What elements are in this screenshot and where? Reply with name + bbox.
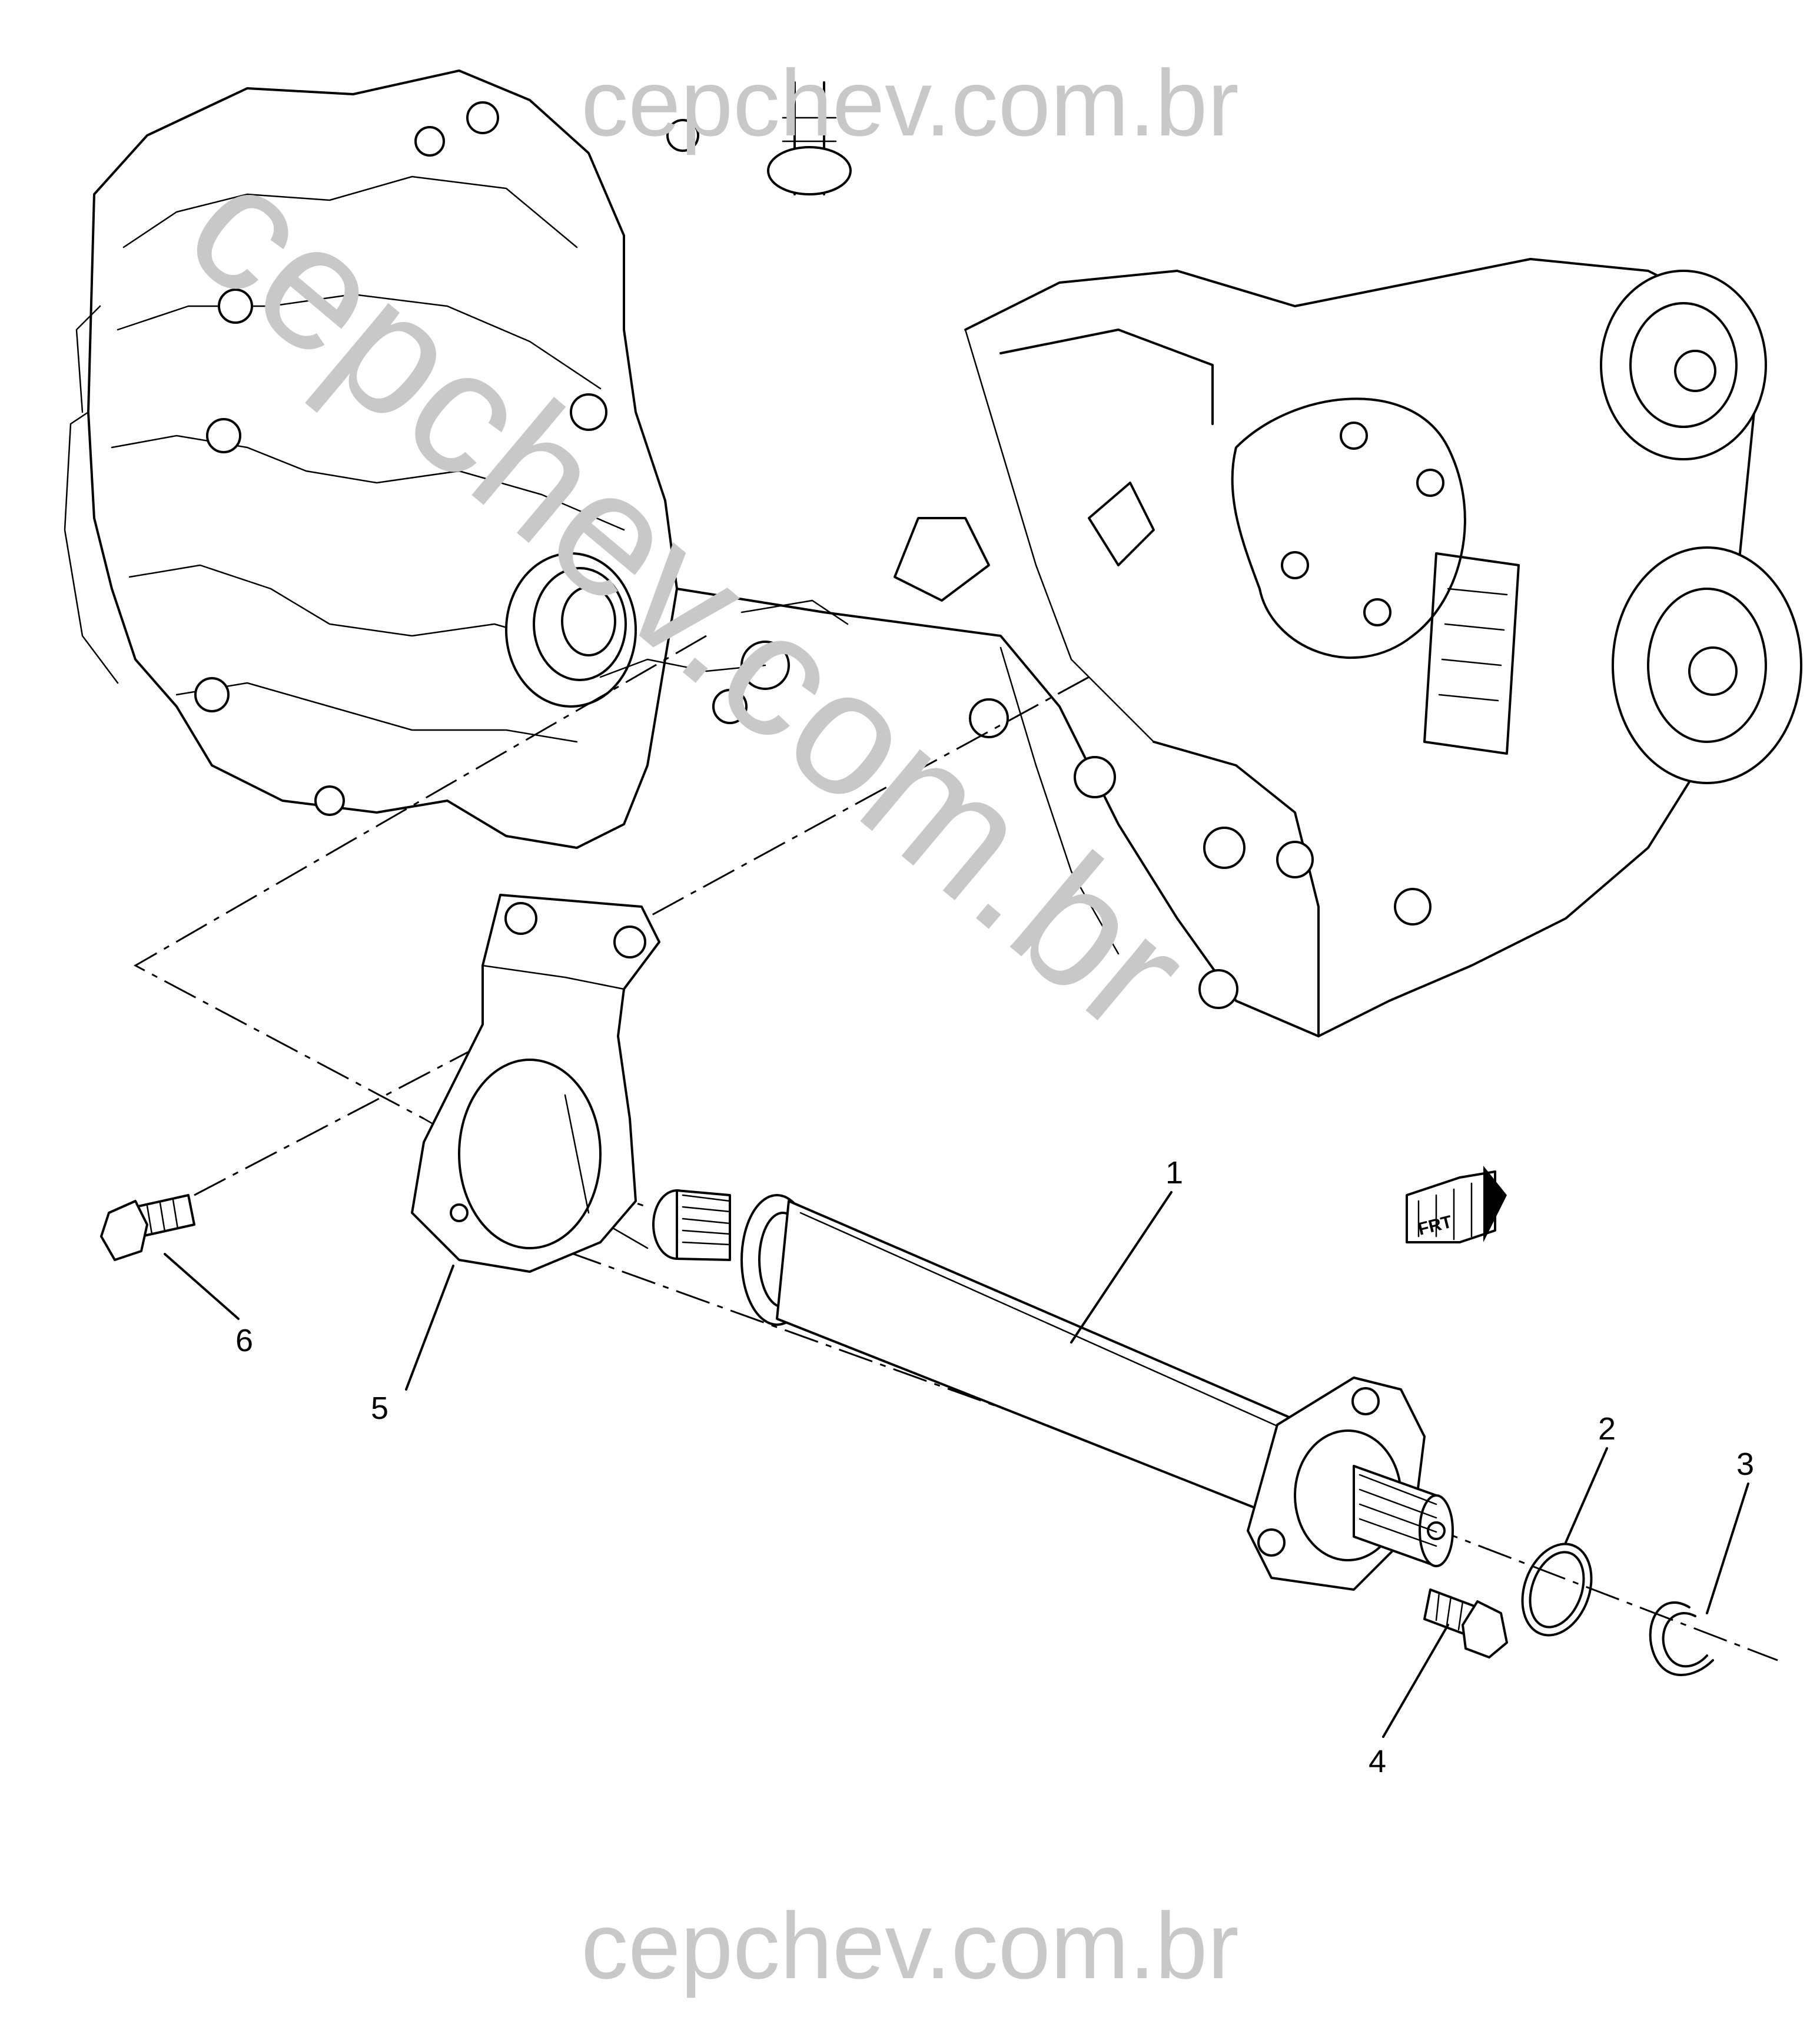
flange-bolt [1423, 1588, 1508, 1659]
intermediate-shaft [652, 1189, 1454, 1591]
intermediate-shaft-bracket [411, 894, 660, 1273]
callout-6: 6 [235, 1323, 253, 1358]
leader-lines [164, 1191, 1749, 1738]
front-direction-arrow: FRT [1406, 1166, 1507, 1243]
callout-2: 2 [1598, 1411, 1616, 1447]
engine-transaxle-assembly [64, 69, 1802, 1037]
callout-4: 4 [1369, 1744, 1386, 1779]
bolt-heads [194, 101, 748, 816]
callout-1: 1 [1165, 1155, 1183, 1190]
bracket-bolt [100, 1194, 195, 1261]
callout-5: 5 [371, 1391, 388, 1426]
callout-3: 3 [1736, 1447, 1754, 1482]
watermark-diagonal: cepchev.com.br [152, 125, 1224, 1070]
callout-labels: 1 2 3 4 5 6 [235, 1155, 1754, 1779]
shaft-seal-ring [1521, 1543, 1593, 1637]
watermark-top: cepchev.com.br [581, 50, 1239, 155]
snap-ring [1649, 1601, 1714, 1676]
watermark-bottom: cepchev.com.br [581, 1893, 1239, 1998]
